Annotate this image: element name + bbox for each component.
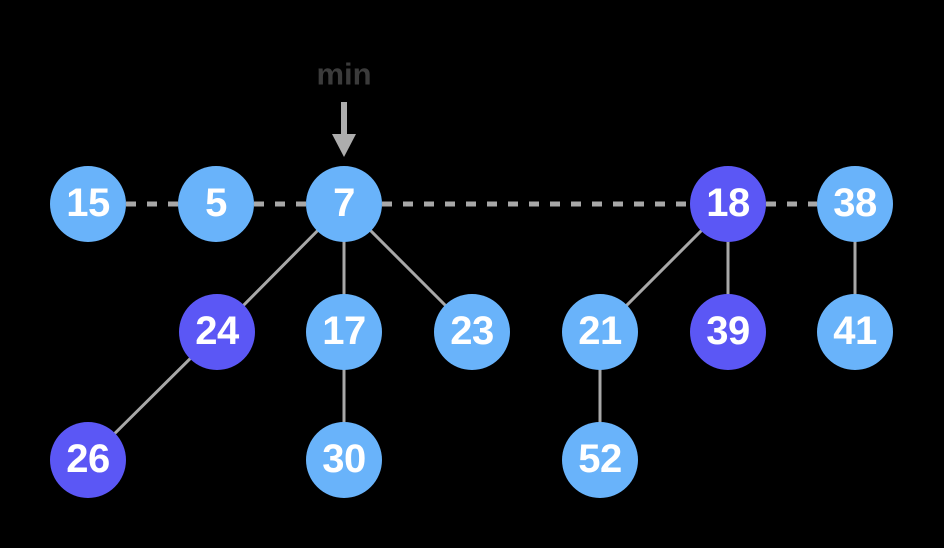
heap-node-value: 5 [205, 181, 227, 225]
heap-node-value: 41 [833, 309, 877, 353]
heap-node-value: 26 [66, 437, 110, 481]
heap-node-38[interactable]: 38 [817, 166, 893, 242]
heap-node-value: 39 [706, 309, 750, 353]
heap-node-value: 38 [833, 181, 877, 225]
min-arrow-head [332, 134, 356, 157]
heap-node-7[interactable]: 7 [306, 166, 382, 242]
heap-node-5[interactable]: 5 [178, 166, 254, 242]
heap-node-41[interactable]: 41 [817, 294, 893, 370]
min-pointer-label: min [316, 56, 372, 92]
heap-node-value: 24 [195, 309, 239, 353]
heap-node-value: 7 [333, 181, 355, 225]
heap-node-value: 23 [450, 309, 494, 353]
heap-node-value: 30 [322, 437, 366, 481]
heap-node-17[interactable]: 17 [306, 294, 382, 370]
heap-node-30[interactable]: 30 [306, 422, 382, 498]
heap-node-26[interactable]: 26 [50, 422, 126, 498]
heap-node-24[interactable]: 24 [179, 294, 255, 370]
heap-node-value: 15 [66, 181, 110, 225]
heap-node-52[interactable]: 52 [562, 422, 638, 498]
heap-node-value: 18 [706, 181, 750, 225]
heap-node-value: 21 [578, 309, 622, 353]
heap-node-value: 17 [322, 309, 366, 353]
heap-node-15[interactable]: 15 [50, 166, 126, 242]
heap-node-18[interactable]: 18 [690, 166, 766, 242]
heap-node-21[interactable]: 21 [562, 294, 638, 370]
heap-node-23[interactable]: 23 [434, 294, 510, 370]
heap-node-39[interactable]: 39 [690, 294, 766, 370]
heap-node-value: 52 [578, 437, 622, 481]
